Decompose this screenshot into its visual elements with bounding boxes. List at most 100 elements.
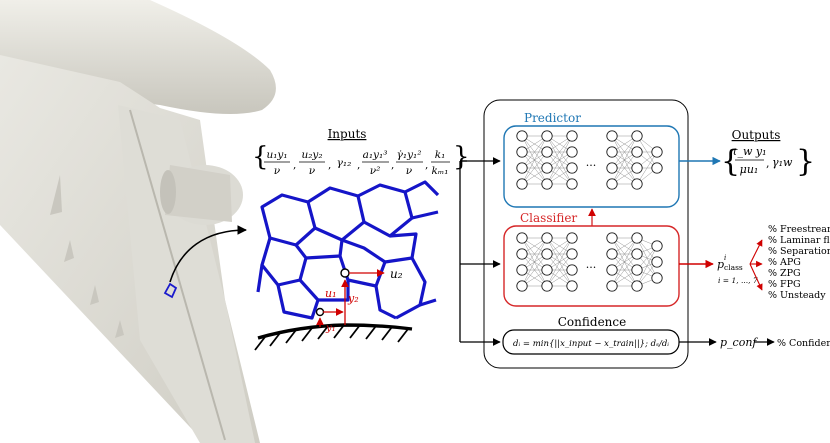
classifier-node <box>541 264 553 276</box>
svg-text:,: , <box>766 157 770 170</box>
aircraft-illustration <box>0 0 276 443</box>
class-prob-symbol: p <box>717 258 724 271</box>
classifier-node <box>541 280 553 292</box>
predictor-block: Predictor ... <box>503 111 680 208</box>
input-term-1-num: u₁y₁ <box>266 149 287 161</box>
predictor-node <box>516 178 528 190</box>
predictor-node <box>566 162 578 174</box>
inputs-title: Inputs <box>328 127 367 141</box>
predictor-node <box>516 162 528 174</box>
input-term-6-den: kₘ₁ <box>431 165 448 177</box>
classifier-node <box>606 232 618 244</box>
predictor-node <box>541 178 553 190</box>
p-conf-label: p_conf <box>720 336 758 349</box>
classifier-node <box>651 256 663 268</box>
outputs-open-brace: { <box>721 144 740 179</box>
predictor-node <box>541 130 553 142</box>
inputs-block: Inputs { u₁y₁ ν , u₂y₂ ν , γ₁₂ , a₁y₁³ ν… <box>252 127 470 177</box>
u2-label: u₂ <box>390 267 403 281</box>
predictor-node <box>566 146 578 158</box>
hex-mesh <box>256 180 440 320</box>
class-list-item: % ZPG <box>768 268 801 279</box>
classifier-node <box>566 232 578 244</box>
input-term-1-den: ν <box>274 165 281 177</box>
predictor-node <box>541 146 553 158</box>
classifier-node <box>516 232 528 244</box>
output-term-1-den: μu₁ <box>740 163 759 176</box>
input-term-5-den: ν <box>406 165 413 177</box>
input-term-6-num: k₁ <box>435 149 446 161</box>
classifier-output: p i class i = 1, ..., 7 % Freestream% La… <box>679 224 830 301</box>
classifier-node <box>566 248 578 260</box>
classifier-node <box>606 280 618 292</box>
confidence-block: Confidence dᵢ = min{||x_input − x_train|… <box>502 315 680 355</box>
classifier-node <box>631 248 643 260</box>
svg-text:,: , <box>391 159 394 171</box>
classifier-network <box>516 232 663 292</box>
outputs-close-brace: } <box>796 144 815 179</box>
input-term-2-num: u₂y₂ <box>301 149 322 161</box>
predictor-node <box>651 162 663 174</box>
predictor-node <box>606 178 618 190</box>
confidence-title: Confidence <box>558 315 626 329</box>
classifier-node <box>541 248 553 260</box>
class-prob-sub: class <box>724 263 743 272</box>
classifier-node <box>516 280 528 292</box>
predictor-node <box>651 146 663 158</box>
classifier-node <box>516 248 528 260</box>
classifier-node <box>541 232 553 244</box>
predictor-node <box>566 130 578 142</box>
probe-cell-marker <box>163 282 178 299</box>
u1-label: u₁ <box>325 287 337 300</box>
input-term-3: γ₁₂ <box>337 157 352 169</box>
predictor-node <box>606 146 618 158</box>
classifier-node <box>606 264 618 276</box>
classifier-node <box>651 272 663 284</box>
predictor-title: Predictor <box>524 111 581 125</box>
classifier-node <box>516 264 528 276</box>
class-prob-range: i = 1, ..., 7 <box>718 276 758 285</box>
svg-text:,: , <box>328 159 331 171</box>
classifier-title: Classifier <box>520 211 577 225</box>
svg-text:,: , <box>357 159 360 171</box>
predictor-node <box>606 162 618 174</box>
predictor-node <box>516 130 528 142</box>
predictor-ellipsis: ... <box>586 156 597 169</box>
mesh-illustration: u₂ y₂ u₁ y₁ <box>254 180 440 351</box>
class-list-item: % FPG <box>768 279 801 290</box>
svg-text:,: , <box>425 159 428 171</box>
predictor-node <box>541 162 553 174</box>
output-term-2: γ₁w <box>772 156 793 169</box>
classifier-ellipsis: ... <box>586 258 597 271</box>
input-term-4-num: a₁y₁³ <box>363 149 388 161</box>
outputs-block: Outputs { τ_w y₁ μu₁ , γ₁w } <box>679 128 815 179</box>
classifier-node <box>566 264 578 276</box>
classifier-block: Classifier ... <box>503 208 680 307</box>
y2-label: y₂ <box>347 292 359 305</box>
y1-label: y₁ <box>325 323 336 334</box>
output-term-1-num: τ_w y₁ <box>731 145 766 158</box>
confidence-formula: dᵢ = min{||x_input − x_train||}; dₛ/dᵢ <box>513 339 669 349</box>
classifier-node <box>631 264 643 276</box>
predictor-node <box>631 178 643 190</box>
input-term-2-den: ν <box>309 165 316 177</box>
outputs-title: Outputs <box>732 128 781 142</box>
confidence-output: p_conf % Confidence <box>679 336 830 349</box>
class-list-item: % Laminar flow <box>768 235 830 246</box>
predictor-node <box>631 162 643 174</box>
input-term-5-num: γ̇₁y₁² <box>397 148 422 161</box>
classifier-node <box>631 232 643 244</box>
model-outer-box <box>483 99 689 369</box>
class-list-item: % Freestream <box>768 224 830 235</box>
cell-center-1 <box>315 307 325 317</box>
predictor-node <box>566 178 578 190</box>
predictor-node <box>516 146 528 158</box>
inputs-open-brace: { <box>252 142 269 172</box>
classifier-node <box>651 240 663 252</box>
classifier-node <box>631 280 643 292</box>
confidence-output-text: % Confidence <box>777 338 830 349</box>
input-term-4-den: ν² <box>370 165 381 177</box>
predictor-node <box>631 130 643 142</box>
class-list-item: % APG <box>768 257 801 268</box>
class-list-item: % Separation <box>768 246 830 257</box>
